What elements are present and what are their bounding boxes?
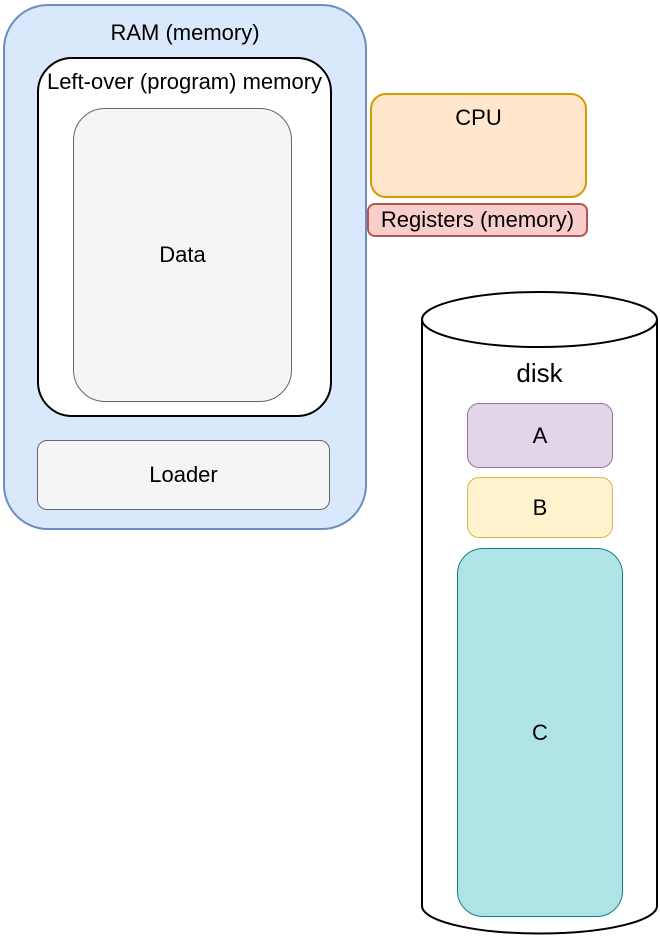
disk-item-b-label: B <box>532 494 548 520</box>
ram-label: RAM (memory) <box>110 20 260 45</box>
data-box: Data <box>73 108 292 402</box>
registers-box: Registers (memory) <box>367 203 588 237</box>
disk-label: disk <box>516 358 563 388</box>
data-label: Data <box>159 242 206 267</box>
loader-box: Loader <box>37 440 330 510</box>
loader-label: Loader <box>149 462 218 487</box>
cpu-label: CPU <box>455 105 502 130</box>
leftover-memory-label: Left-over (program) memory <box>46 69 323 94</box>
disk-item-a-label: A <box>532 422 548 448</box>
disk-cylinder-top-ellipse <box>421 291 658 348</box>
registers-label: Registers (memory) <box>380 207 575 232</box>
disk-item-c-box: C <box>457 548 623 917</box>
disk-item-a-box: A <box>467 403 613 468</box>
cpu-box: CPU <box>370 93 587 198</box>
disk-item-c-label: C <box>532 719 548 745</box>
disk-item-b-box: B <box>467 477 613 538</box>
